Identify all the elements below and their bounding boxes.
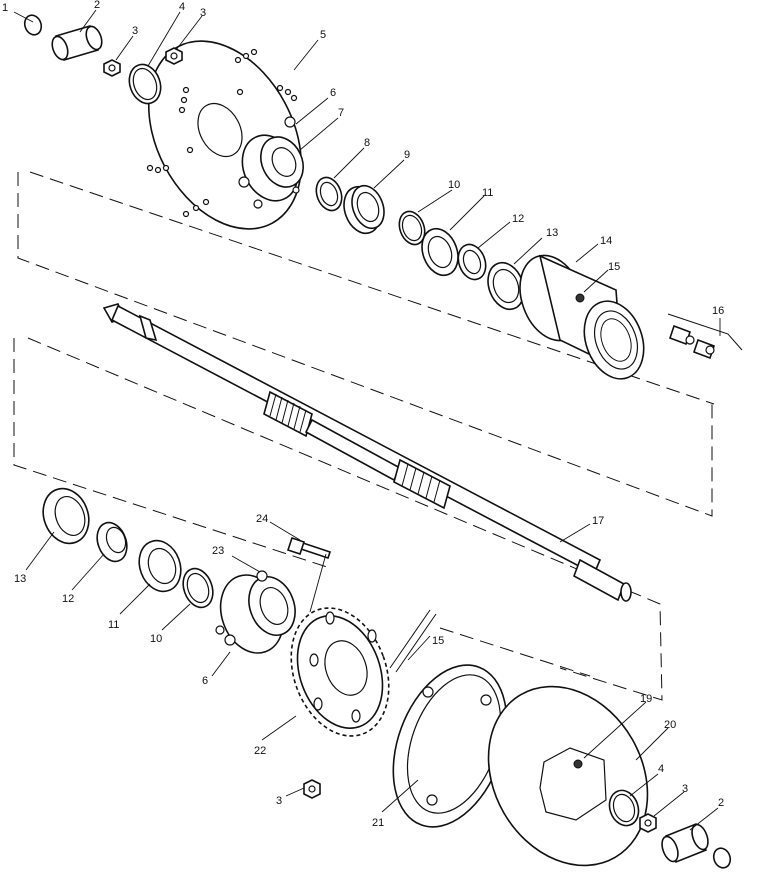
callout-6: 6 (202, 675, 208, 687)
bolt-24 (286, 536, 332, 560)
callout-23: 23 (212, 545, 224, 557)
axle-housing (519, 254, 645, 380)
callout-10: 10 (448, 179, 460, 191)
callout-15: 15 (608, 261, 620, 273)
callout-15: 15 (432, 635, 444, 647)
callout-20: 20 (664, 719, 676, 731)
callout-11: 11 (482, 187, 493, 199)
callout-19: 19 (640, 693, 652, 705)
callout-7: 7 (338, 107, 344, 119)
bearing-11-lower (138, 539, 182, 593)
lower-dashed-outline (13, 337, 663, 701)
bearing-cup-13-upper (487, 261, 525, 311)
callout-17: 17 (592, 515, 604, 527)
brake-disc-upper (146, 40, 303, 230)
o-ring-10-upper (398, 210, 426, 246)
callout-3: 3 (682, 783, 688, 795)
bearing-11-upper (421, 227, 459, 277)
o-ring-10-lower (182, 567, 214, 609)
nut-lower (303, 779, 321, 799)
callout-2: 2 (94, 0, 100, 11)
chain-segment (389, 609, 437, 673)
snap-ring-lower (712, 847, 732, 869)
bearing-cone-12-lower (96, 521, 128, 563)
spacer-bushing-upper (51, 25, 103, 61)
o-ring-lower (608, 789, 640, 827)
callout-1: 1 (2, 2, 8, 14)
snap-ring-upper (23, 14, 43, 36)
callout-3: 3 (132, 25, 138, 37)
bearing-cup-13-lower (42, 487, 90, 545)
hub-flange-upper (238, 116, 304, 209)
leader-lines (13, 9, 721, 831)
axle-shaft (102, 303, 632, 602)
callout-13: 13 (14, 573, 26, 585)
callout-13: 13 (546, 227, 558, 239)
brake-disc-lower (487, 685, 649, 867)
callout-4: 4 (179, 1, 185, 13)
bearing-cone-12-upper (457, 243, 487, 281)
sprocket (290, 607, 390, 737)
callout-12: 12 (512, 213, 524, 225)
callout-3: 3 (200, 7, 206, 19)
callout-21: 21 (372, 817, 384, 829)
callout-12: 12 (62, 593, 74, 605)
nut-upper-left (103, 59, 121, 77)
callout-14: 14 (600, 235, 612, 247)
spacer-bushing-lower (661, 822, 709, 864)
bolt-set (667, 313, 743, 360)
callout-4: 4 (658, 763, 664, 775)
callout-6: 6 (330, 87, 336, 99)
callout-labels: 1 2 3 4 3 5 6 7 8 9 10 11 12 13 14 15 16… (2, 0, 724, 829)
callout-11: 11 (108, 619, 119, 631)
nut-lower-right (639, 813, 657, 833)
callout-9: 9 (404, 149, 410, 161)
callout-16: 16 (712, 305, 724, 317)
callout-24: 24 (256, 513, 268, 525)
callout-2: 2 (718, 797, 724, 809)
callout-10: 10 (150, 633, 162, 645)
callout-22: 22 (254, 745, 266, 757)
hub-flange-lower (215, 570, 296, 654)
nut-upper-right (165, 47, 183, 65)
brake-drum (392, 664, 508, 828)
bearing-race-9 (343, 184, 385, 235)
callout-5: 5 (320, 29, 326, 41)
callout-8: 8 (364, 137, 370, 149)
seal-8 (315, 176, 343, 212)
callout-3: 3 (276, 795, 282, 807)
o-ring-upper (128, 63, 162, 105)
